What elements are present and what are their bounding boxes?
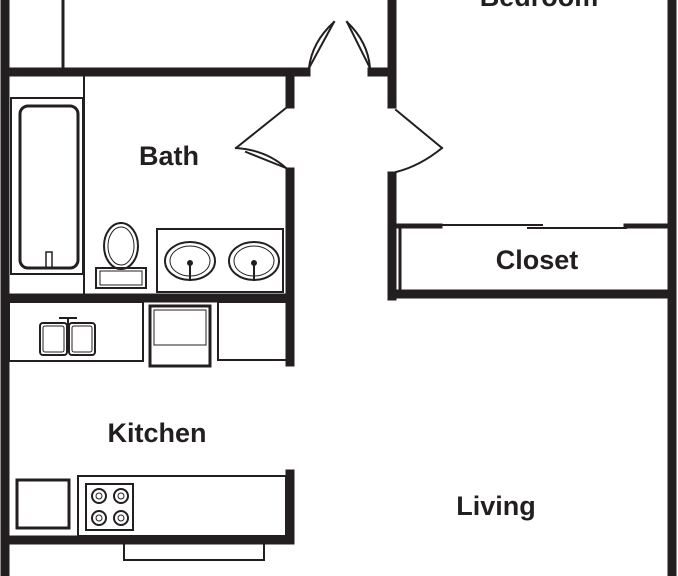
kitchen-upper-counter: [8, 301, 144, 362]
closet-top-wall: [395, 223, 675, 294]
kitchen-fixtures: [8, 301, 289, 561]
bathtub-drain: [45, 251, 53, 269]
room-label-bedroom: Bedroom: [480, 0, 599, 12]
room-label-closet: Closet: [496, 245, 579, 275]
toilet: [95, 222, 147, 289]
sink-left: [164, 241, 216, 281]
bathtub: [10, 97, 84, 275]
room-label-kitchen: Kitchen: [107, 418, 206, 448]
hall-door: [307, 20, 372, 70]
dishwasher-inner: [153, 309, 207, 346]
doors: [234, 20, 444, 174]
room-label-bath: Bath: [139, 141, 199, 171]
vanity: [156, 228, 284, 293]
dishwasher: [148, 304, 212, 368]
kitchen-sink: [39, 317, 96, 356]
sink-right: [228, 241, 280, 281]
kitchen-lower-counter: [77, 475, 287, 537]
bath-door: [234, 106, 288, 170]
kitchen-bottom-counter: [123, 541, 265, 561]
kitchen-counter-right: [217, 301, 289, 361]
bathtub-inner: [18, 104, 80, 270]
refrigerator: [15, 478, 71, 530]
stove: [85, 483, 134, 531]
bedroom-door: [394, 108, 444, 174]
room-label-living: Living: [456, 491, 536, 521]
bath-fixtures: [10, 75, 284, 295]
